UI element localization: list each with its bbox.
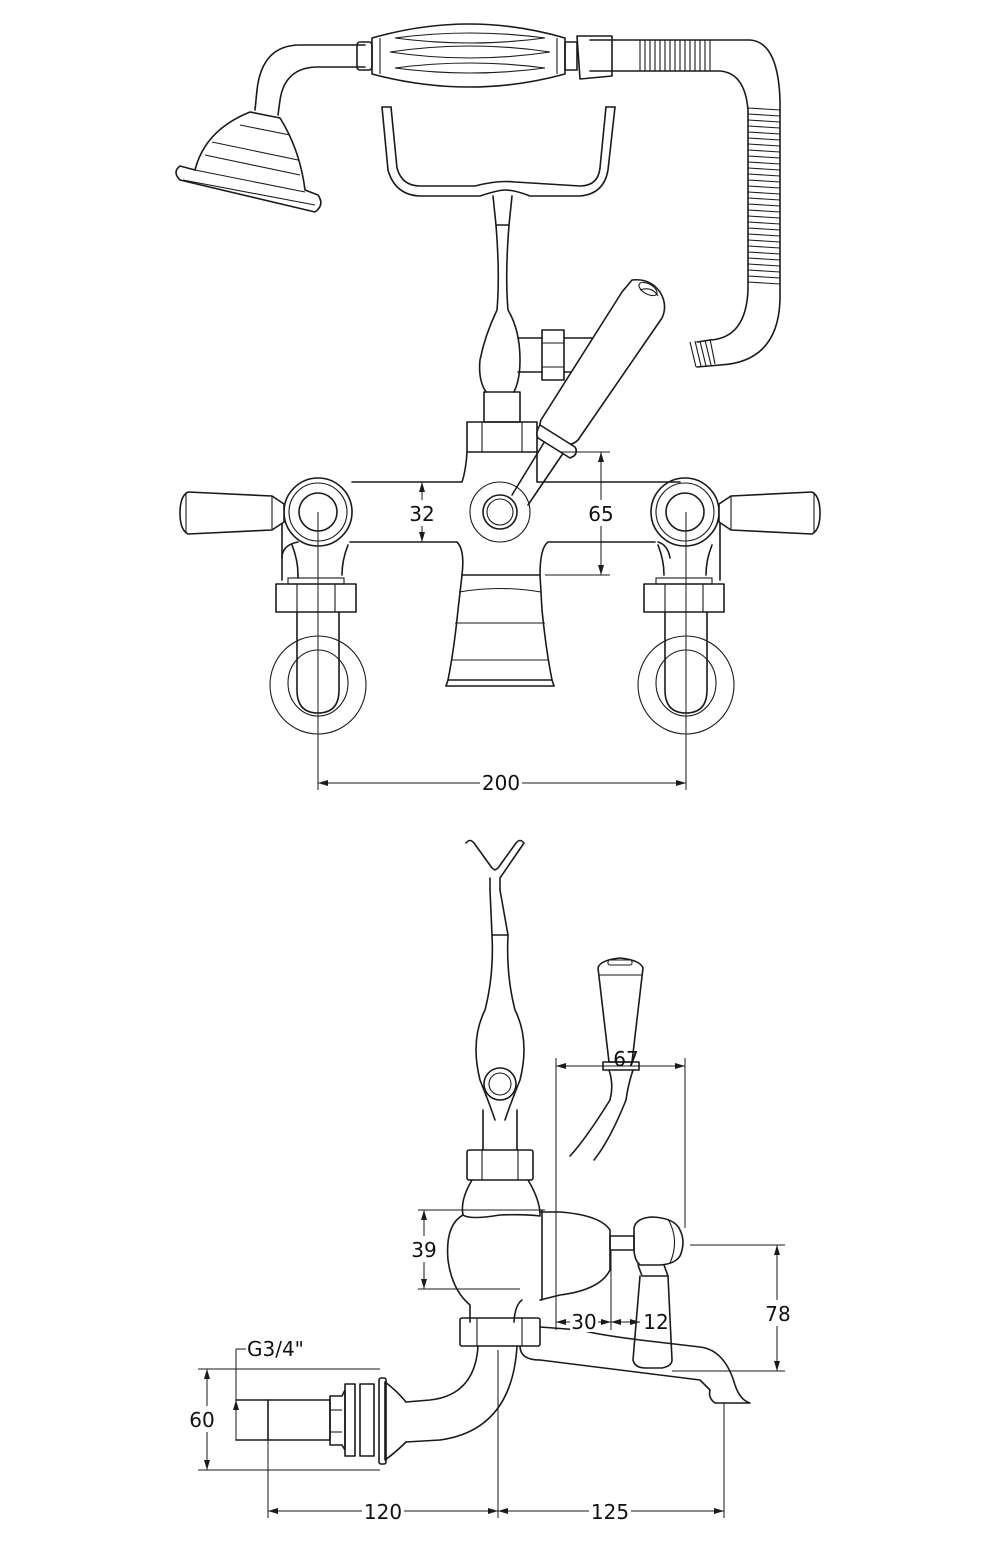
side-wall-flange <box>235 1377 387 1465</box>
dim-label-thread: G3/4" <box>247 1337 304 1361</box>
dimension-thread: G3/4" <box>233 1337 304 1440</box>
centre-outlet <box>445 574 555 687</box>
dimension-200: 200 <box>318 770 686 795</box>
dim-label-65: 65 <box>588 502 613 526</box>
side-spout <box>519 1326 751 1404</box>
dim-label-78: 78 <box>765 1302 790 1326</box>
side-diverter-handle <box>569 957 644 1161</box>
side-bottom-nut <box>459 1317 541 1347</box>
dimension-125: 125 <box>498 1498 724 1524</box>
dimension-78: 78 <box>672 1244 794 1372</box>
dimension-39: 39 <box>410 1209 545 1290</box>
front-view: 32 65 200 <box>175 23 821 795</box>
left-valve <box>179 477 353 547</box>
shower-head <box>175 111 322 213</box>
dimension-120: 120 <box>268 1498 498 1524</box>
dimension-67: 67 <box>555 1047 686 1330</box>
dim-label-67: 67 <box>613 1047 638 1071</box>
dimension-65: 65 <box>545 451 617 576</box>
dim-label-30: 30 <box>571 1310 596 1334</box>
mixer-body <box>281 451 721 581</box>
side-cradle <box>465 839 525 1151</box>
side-top-nut <box>466 1149 534 1181</box>
dimension-30-12: 30 12 <box>556 1250 669 1334</box>
right-valve <box>650 477 821 547</box>
shower-handset-grip <box>356 23 613 88</box>
dim-label-60: 60 <box>189 1408 214 1432</box>
dimension-60: 60 <box>189 1368 380 1471</box>
diverter-column <box>466 391 538 453</box>
shower-hose <box>254 39 781 368</box>
diverter-boss <box>469 481 531 543</box>
shower-cradle <box>381 106 616 393</box>
side-body <box>446 1179 684 1369</box>
dim-label-12: 12 <box>643 1310 668 1334</box>
dim-label-39: 39 <box>411 1238 436 1262</box>
dim-label-32: 32 <box>409 502 434 526</box>
dim-label-120: 120 <box>364 1500 402 1524</box>
dim-label-125: 125 <box>591 1500 629 1524</box>
dim-label-200: 200 <box>482 771 520 795</box>
side-view: G3/4" 60 67 39 <box>189 839 794 1524</box>
diverter-lever <box>511 278 666 506</box>
dimension-32: 32 <box>408 482 438 542</box>
side-inlet-pipe <box>384 1345 518 1461</box>
